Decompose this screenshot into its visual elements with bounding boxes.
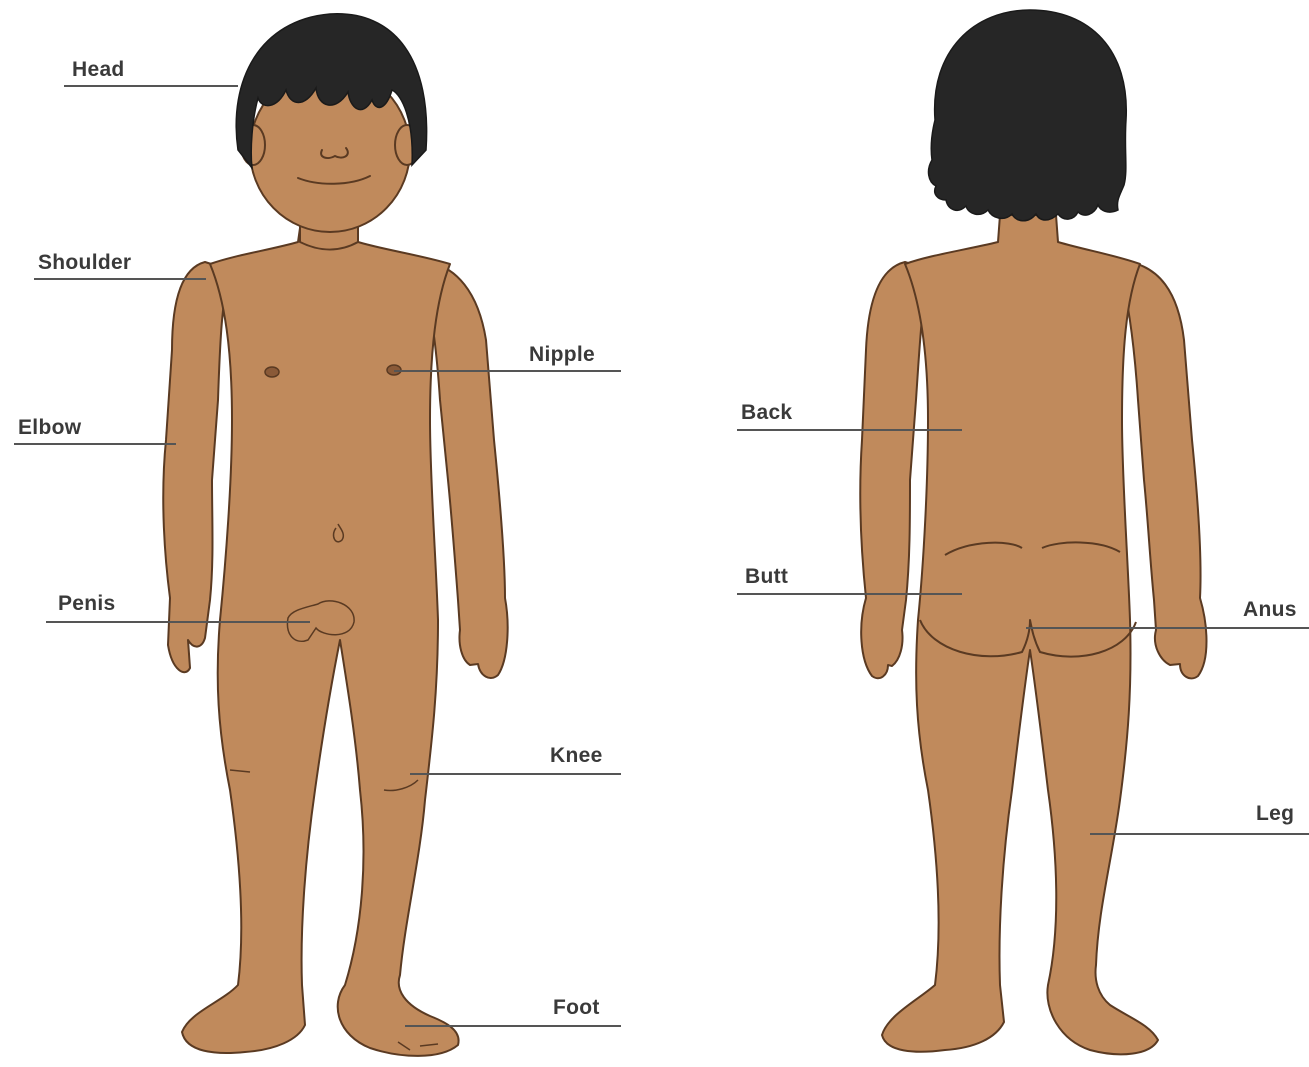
label-head: Head (72, 58, 125, 82)
label-foot: Foot (553, 996, 600, 1020)
back-figure (860, 215, 1206, 1054)
front-figure (163, 68, 507, 1056)
label-elbow: Elbow (18, 416, 81, 440)
label-shoulder: Shoulder (38, 251, 131, 275)
label-penis: Penis (58, 592, 116, 616)
back-torso-legs (882, 215, 1158, 1054)
back-right-arm (1120, 262, 1207, 678)
left-nipple-mark (265, 367, 279, 377)
label-back: Back (741, 401, 792, 425)
back-hair (929, 10, 1127, 221)
label-leg: Leg (1256, 802, 1294, 826)
label-knee: Knee (550, 744, 603, 768)
label-anus: Anus (1243, 598, 1297, 622)
label-butt: Butt (745, 565, 788, 589)
front-torso-legs (182, 228, 459, 1056)
label-nipple: Nipple (529, 343, 595, 367)
